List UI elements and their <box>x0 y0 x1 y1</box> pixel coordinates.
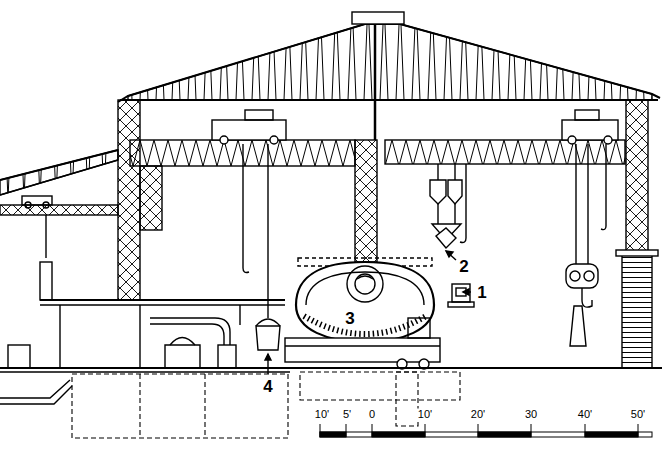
scale-bar <box>320 424 652 437</box>
callout-number: 1 <box>475 283 488 302</box>
scale-label: 10' <box>417 409 433 420</box>
scale-label: 40' <box>577 409 593 420</box>
scale-label: 50' <box>630 409 646 420</box>
scale-label: 30 <box>524 409 538 420</box>
scale-label: 5' <box>342 409 352 420</box>
scale-label: 20' <box>470 409 486 420</box>
callout-number: 4 <box>261 377 274 396</box>
scale-label: 0 <box>368 409 376 420</box>
callout-number: 3 <box>343 309 356 328</box>
scale-label: 10' <box>314 409 330 420</box>
line-art <box>0 12 662 438</box>
callout-number: 2 <box>457 257 470 276</box>
